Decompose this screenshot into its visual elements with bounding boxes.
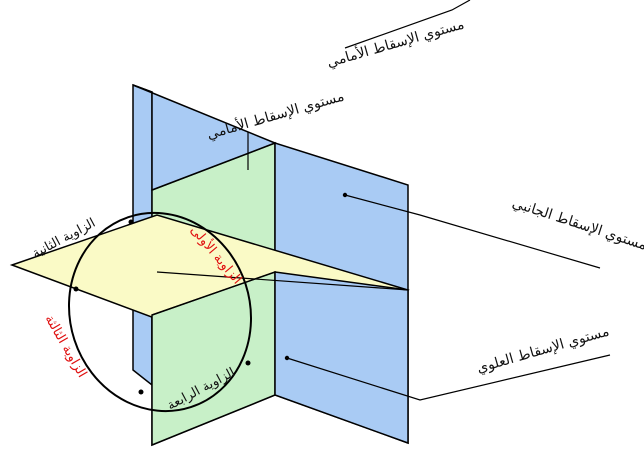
arrow-point-1 — [73, 286, 79, 292]
frontal-plane-lower — [274, 271, 409, 445]
arrow-point-4 — [138, 389, 144, 395]
label-frontal-plane: مستوي الإسقاط الأمامي — [325, 15, 466, 71]
leader-side — [344, 194, 601, 269]
label-horizontal-plane: مستوي الإسقاط العلوي — [475, 323, 611, 376]
intersection-line — [156, 271, 409, 291]
arrow-point-2 — [128, 219, 134, 225]
leader-top-frontal — [344, 0, 471, 49]
label-frontal-detail: مستوي الإسقاط الأمامي — [205, 87, 346, 143]
frontal-plane-top — [132, 84, 278, 192]
label-third-angle: الزاوية الثالثة — [42, 313, 90, 381]
arrow-point-3 — [245, 360, 251, 366]
rotation-ellipse — [67, 211, 253, 413]
ground-line — [151, 271, 276, 316]
label-side-plane: مستوي الإسقاط الجانبي — [510, 195, 644, 254]
leader-horizontal — [286, 354, 611, 401]
